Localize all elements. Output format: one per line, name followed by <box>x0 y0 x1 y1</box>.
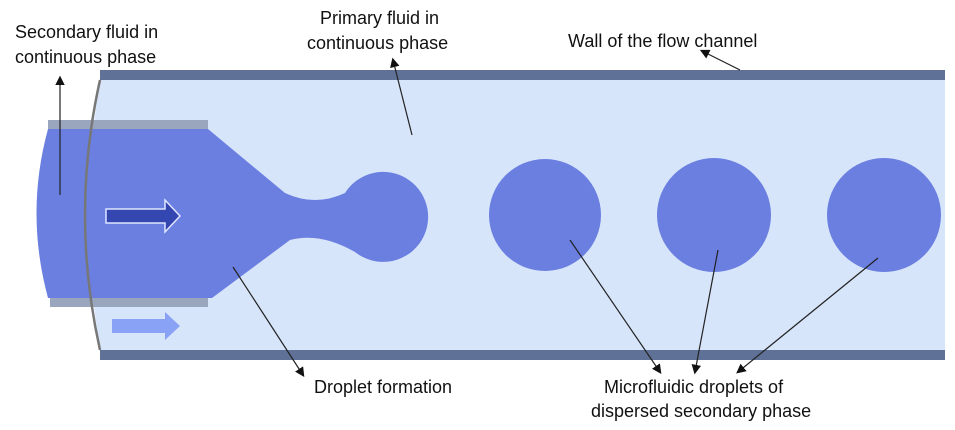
droplet-pointer <box>691 249 719 375</box>
droplet-pointer <box>569 239 662 374</box>
secondary-flow-arrow-icon <box>105 198 182 234</box>
inner-tube-bottom-wall <box>50 298 208 307</box>
channel-top-wall <box>100 70 945 80</box>
droplet-pointer <box>736 257 879 374</box>
droplet <box>827 158 941 272</box>
channel-bottom-wall <box>100 350 945 360</box>
primary-fluid-pointer <box>390 57 413 136</box>
droplet-formation-pointer <box>232 266 305 378</box>
microfluidic-droplets-label: dispersed secondary phase <box>591 401 811 421</box>
primary-fluid-label: continuous phase <box>307 33 448 53</box>
droplet <box>489 159 601 271</box>
wall-label: Wall of the flow channel <box>568 31 757 51</box>
droplet <box>657 158 771 272</box>
wall-pointer <box>699 49 741 71</box>
droplet-formation-label: Droplet formation <box>314 377 452 397</box>
secondary-fluid-label: continuous phase <box>15 47 156 67</box>
secondary-fluid-label: Secondary fluid in <box>15 22 158 42</box>
inner-tube-top-wall <box>48 120 208 129</box>
microfluidic-droplets-label: Microfluidic droplets of <box>604 377 784 397</box>
primary-fluid-label: Primary fluid in <box>320 8 439 28</box>
channel-entry-curve <box>83 79 102 351</box>
secondary-fluid-stream <box>36 129 429 298</box>
primary-flow-arrow-icon <box>112 312 180 340</box>
